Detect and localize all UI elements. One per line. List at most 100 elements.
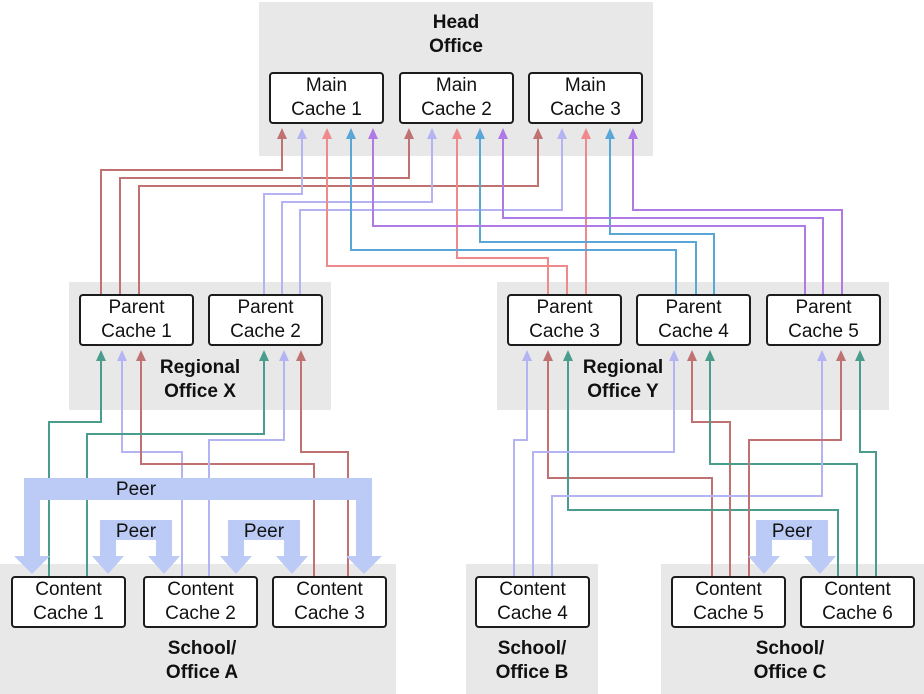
regional-office-x-label-line1: Regional (159, 357, 241, 378)
peer-label-a-2-3: Peer (243, 521, 285, 542)
wire-pc5-mc2 (502, 136, 824, 294)
main-cache-3-line1: Main (564, 75, 607, 96)
parent-cache-5-line2: Cache 5 (788, 321, 859, 342)
content-cache-3[interactable]: Content Cache 3 (272, 576, 387, 628)
parent-cache-3[interactable]: Parent Cache 3 (507, 294, 622, 346)
wire-pc3-mc1 (326, 136, 568, 294)
peer-label-c-5-6: Peer (771, 521, 813, 542)
wire-cc4-pc4 (532, 358, 675, 576)
arrowhead-cc3-pc2 (296, 350, 306, 361)
wire-cc3-pc1 (140, 358, 315, 576)
arrowhead-pc2-mc3 (557, 128, 567, 139)
arrowhead-cc5-pc4 (687, 350, 697, 361)
school-office-b-label: School/ Office B (472, 637, 592, 685)
content-cache-2-line1: Content (167, 579, 234, 600)
wire-pc2-mc2 (281, 136, 433, 294)
peer-band-a-1-2 (92, 520, 180, 574)
parent-cache-5-line1: Parent (795, 297, 852, 318)
parent-cache-2[interactable]: Parent Cache 2 (208, 294, 323, 346)
parent-cache-3-line1: Parent (536, 297, 593, 318)
wire-cc2-pc2 (208, 358, 285, 576)
school-office-c-label-line1: School/ (755, 638, 825, 659)
parent-cache-5[interactable]: Parent Cache 5 (766, 294, 881, 346)
arrowhead-cc4-pc4 (669, 350, 679, 361)
arrowhead-cc1-pc1 (96, 350, 106, 361)
arrowhead-cc4-pc3 (522, 350, 532, 361)
wire-pc1-mc3 (138, 136, 539, 294)
head-office-label: Head Office (396, 11, 516, 59)
wire-pc2-mc1 (263, 136, 303, 294)
peer-band-a-2-3 (220, 520, 308, 574)
school-office-a-label: School/ Office A (142, 637, 262, 685)
main-cache-1-line2: Cache 1 (291, 99, 362, 120)
arrowhead-pc4-mc3 (605, 128, 615, 139)
wire-cc5-pc3 (547, 358, 713, 576)
parent-cache-4[interactable]: Parent Cache 4 (636, 294, 751, 346)
peer-label-a-1-2: Peer (115, 521, 157, 542)
wire-cc3-pc2 (300, 358, 349, 576)
arrowhead-cc5-pc3 (543, 350, 553, 361)
content-cache-6-line1: Content (824, 579, 891, 600)
wire-pc2-mc3 (299, 136, 563, 294)
wire-cc1-pc2 (86, 358, 265, 576)
content-cache-1-line2: Cache 1 (33, 603, 104, 624)
arrowhead-cc2-pc2 (279, 350, 289, 361)
arrowhead-cc4-pc5 (817, 350, 827, 361)
wire-pc1-mc2 (119, 136, 410, 294)
regional-office-y-label-line2: Office Y (587, 381, 659, 402)
parent-cache-4-line2: Cache 4 (658, 321, 729, 342)
content-cache-1[interactable]: Content Cache 1 (11, 576, 126, 628)
parent-cache-1[interactable]: Parent Cache 1 (79, 294, 194, 346)
arrowhead-pc3-mc1 (322, 128, 332, 139)
arrowhead-pc2-mc1 (297, 128, 307, 139)
school-office-a-label-line1: School/ (167, 638, 237, 659)
parent-cache-4-line1: Parent (665, 297, 722, 318)
arrowhead-pc1-mc3 (533, 128, 543, 139)
arrowhead-pc3-mc2 (452, 128, 462, 139)
parent-cache-1-line2: Cache 1 (101, 321, 172, 342)
arrowhead-pc5-mc2 (498, 128, 508, 139)
content-cache-5-line2: Cache 5 (693, 603, 764, 624)
main-cache-3[interactable]: Main Cache 3 (528, 72, 643, 124)
main-cache-1-line1: Main (305, 75, 348, 96)
parent-cache-1-line1: Parent (108, 297, 165, 318)
arrowhead-pc1-mc2 (404, 128, 414, 139)
content-cache-5[interactable]: Content Cache 5 (671, 576, 786, 628)
arrowhead-pc4-mc2 (475, 128, 485, 139)
main-cache-2-line1: Main (435, 75, 478, 96)
wire-pc1-mc1 (100, 136, 283, 294)
wire-pc4-mc3 (609, 136, 715, 294)
content-cache-2-line2: Cache 2 (165, 603, 236, 624)
content-cache-4[interactable]: Content Cache 4 (475, 576, 590, 628)
content-cache-6[interactable]: Content Cache 6 (800, 576, 915, 628)
wire-cc4-pc3 (513, 358, 528, 576)
regional-office-y-label: Regional Office Y (563, 356, 683, 404)
wire-pc3-mc2 (456, 136, 549, 294)
school-office-b-label-line2: Office B (495, 662, 569, 683)
arrowhead-pc2-mc2 (427, 128, 437, 139)
regional-office-y-label-line1: Regional (582, 357, 664, 378)
parent-cache-3-line2: Cache 3 (529, 321, 600, 342)
content-cache-4-line2: Cache 4 (497, 603, 568, 624)
content-cache-3-line2: Cache 3 (294, 603, 365, 624)
school-office-c-label: School/ Office C (730, 637, 850, 685)
arrowhead-pc5-mc3 (628, 128, 638, 139)
peer-band-c-5-6 (748, 520, 836, 574)
arrowhead-cc6-pc5 (855, 350, 865, 361)
wire-cc6-pc4 (709, 358, 858, 576)
head-office-label-line2: Office (429, 36, 483, 57)
content-cache-1-line1: Content (35, 579, 102, 600)
main-cache-1[interactable]: Main Cache 1 (269, 72, 384, 124)
main-cache-2[interactable]: Main Cache 2 (399, 72, 514, 124)
arrowhead-cc5-pc5 (836, 350, 846, 361)
content-cache-3-line1: Content (296, 579, 363, 600)
school-office-b-label-line1: School/ (497, 638, 567, 659)
school-office-c-label-line2: Office C (753, 662, 827, 683)
content-cache-2[interactable]: Content Cache 2 (143, 576, 258, 628)
arrowhead-cc6-pc3 (563, 350, 573, 361)
arrowhead-cc3-pc1 (136, 350, 146, 361)
parent-cache-2-line1: Parent (237, 297, 294, 318)
wire-pc5-mc3 (632, 136, 843, 294)
arrowhead-pc5-mc1 (368, 128, 378, 139)
